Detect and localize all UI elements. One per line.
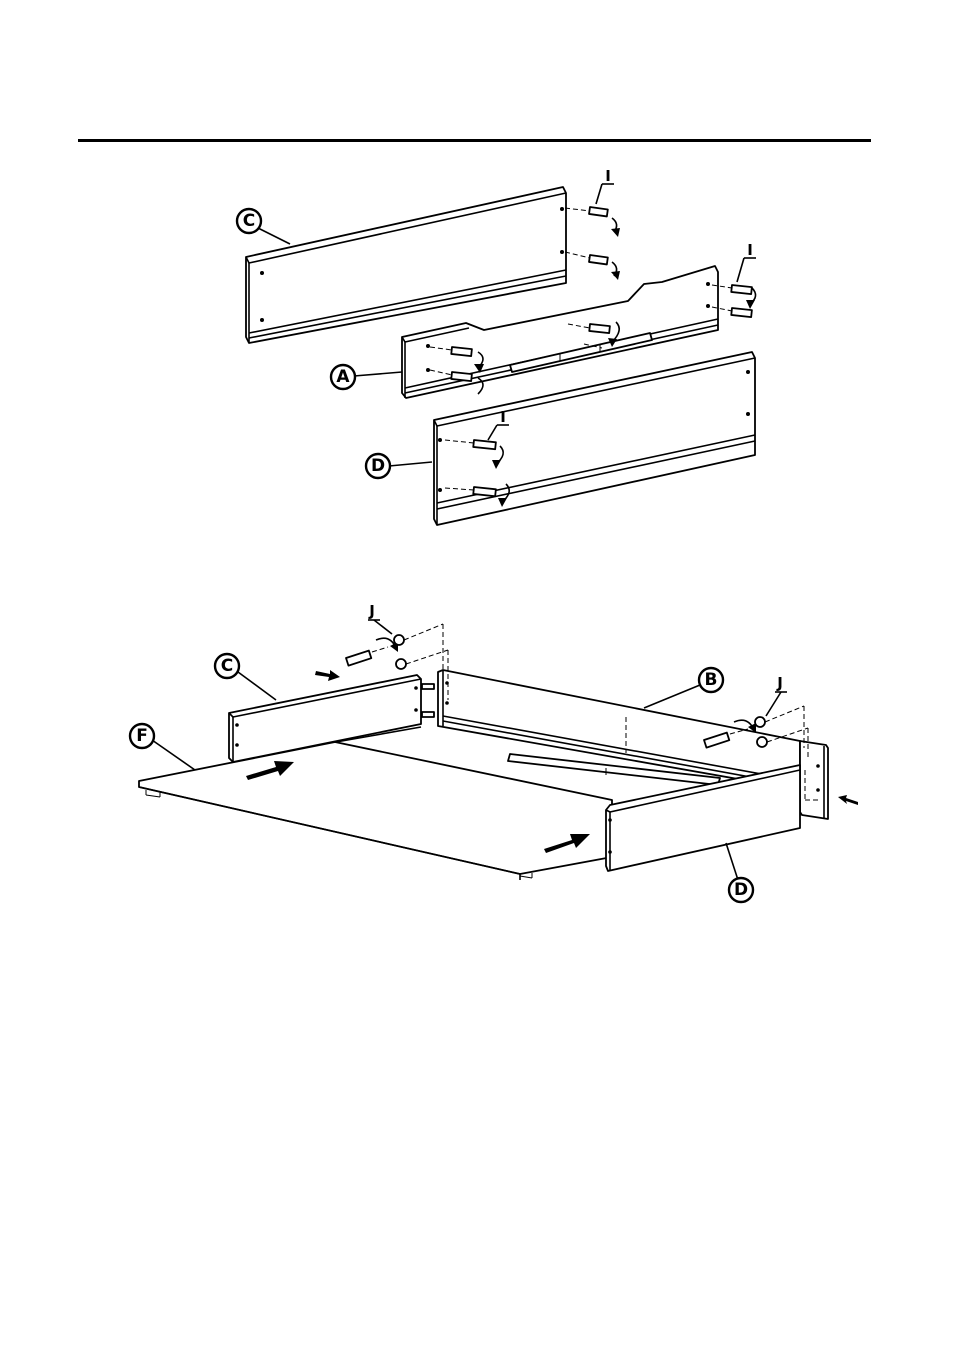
svg-text:I: I bbox=[747, 241, 753, 259]
svg-text:F: F bbox=[136, 726, 148, 746]
label-b-step2: B bbox=[644, 668, 723, 708]
label-i-1: I bbox=[596, 167, 614, 204]
label-f-step2: F bbox=[130, 724, 195, 770]
svg-text:J: J bbox=[776, 674, 783, 692]
push-arrow-b bbox=[838, 795, 858, 805]
label-j-left: J bbox=[368, 602, 392, 634]
label-d-step2: D bbox=[726, 843, 753, 902]
svg-text:I: I bbox=[605, 167, 611, 185]
panel-b-right-end bbox=[800, 741, 828, 819]
svg-text:J: J bbox=[368, 602, 375, 620]
svg-text:I: I bbox=[500, 408, 506, 426]
push-arrow-c bbox=[315, 670, 340, 681]
step2-assembly-view: J C F B J bbox=[130, 602, 858, 902]
svg-text:A: A bbox=[336, 367, 350, 387]
label-c-step1: C bbox=[237, 209, 290, 244]
svg-text:D: D bbox=[734, 880, 748, 900]
svg-text:B: B bbox=[705, 670, 718, 690]
svg-text:C: C bbox=[221, 656, 233, 676]
label-d-step1: D bbox=[366, 454, 432, 478]
svg-text:D: D bbox=[371, 456, 385, 476]
svg-text:C: C bbox=[243, 211, 255, 231]
label-a-step1: A bbox=[331, 365, 402, 389]
label-c-step2: C bbox=[215, 654, 276, 700]
label-j-right: J bbox=[766, 674, 787, 716]
dowels-c-right bbox=[565, 207, 620, 280]
panel-c-step1 bbox=[246, 187, 566, 343]
label-i-2: I bbox=[737, 241, 756, 282]
step1-exploded-view: C A D I I bbox=[237, 167, 756, 525]
